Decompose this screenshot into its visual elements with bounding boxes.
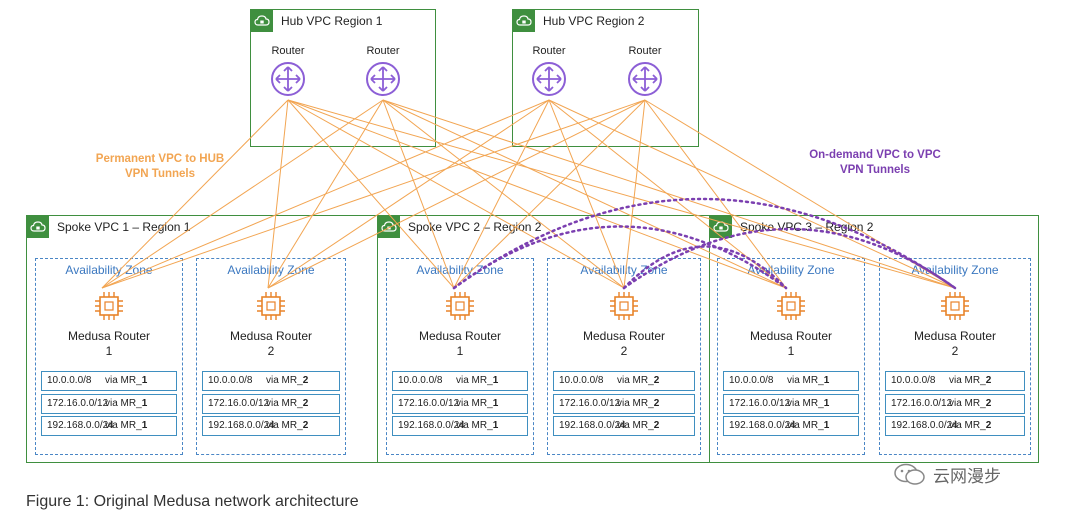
router-icon <box>628 62 662 96</box>
medusa-router-chip-icon <box>446 292 474 320</box>
medusa-router-chip-icon <box>610 292 638 320</box>
hub-router: Router <box>627 45 663 102</box>
zone-label: Availability Zone <box>65 263 153 277</box>
zone-label: Availability Zone <box>227 263 315 277</box>
zone-label: Availability Zone <box>416 263 504 277</box>
hub-router: Router <box>270 45 306 102</box>
hub-router: Router <box>531 45 567 102</box>
route-entry: 172.16.0.0/12via MR_1 <box>723 394 859 414</box>
router-icon <box>532 62 566 96</box>
zone-label: Availability Zone <box>747 263 835 277</box>
zone-label: Availability Zone <box>911 263 999 277</box>
route-entry: 192.168.0.0/24via MR_2 <box>202 416 340 436</box>
hub-router: Router <box>365 45 401 102</box>
medusa-router-chip-icon <box>95 292 123 320</box>
route-entry: 172.16.0.0/12via MR_1 <box>41 394 177 414</box>
cloud-lock-icon <box>513 10 535 32</box>
spoke-title: Spoke VPC 2 – Region 2 <box>408 220 542 234</box>
route-entry: 192.168.0.0/24via MR_1 <box>41 416 177 436</box>
spoke-title: Spoke VPC 1 – Region 1 <box>57 220 191 234</box>
router-icon <box>271 62 305 96</box>
cloud-lock-icon <box>710 216 732 238</box>
route-entry: 192.168.0.0/24via MR_2 <box>553 416 695 436</box>
cloud-lock-icon <box>251 10 273 32</box>
route-entry: 172.16.0.0/12via MR_2 <box>202 394 340 414</box>
spoke-title: Spoke VPC 3 – Region 2 <box>740 220 874 234</box>
medusa-router-chip-icon <box>941 292 969 320</box>
hub-title: Hub VPC Region 1 <box>281 14 383 28</box>
route-entry: 192.168.0.0/24via MR_2 <box>885 416 1025 436</box>
router-icon <box>366 62 400 96</box>
wechat-icon <box>894 463 925 485</box>
route-entry: 172.16.0.0/12via MR_1 <box>392 394 528 414</box>
route-entry: 192.168.0.0/24via MR_1 <box>723 416 859 436</box>
route-entry: 192.168.0.0/24via MR_1 <box>392 416 528 436</box>
route-entry: 172.16.0.0/12via MR_2 <box>885 394 1025 414</box>
figure-caption: Figure 1: Original Medusa network archit… <box>26 493 359 510</box>
hub-title: Hub VPC Region 2 <box>543 14 645 28</box>
zone-label: Availability Zone <box>580 263 668 277</box>
watermark: 云网漫步 <box>893 462 1001 487</box>
cloud-lock-icon <box>27 216 49 238</box>
medusa-router-chip-icon <box>777 292 805 320</box>
medusa-router-chip-icon <box>257 292 285 320</box>
cloud-lock-icon <box>378 216 400 238</box>
route-entry: 172.16.0.0/12via MR_2 <box>553 394 695 414</box>
